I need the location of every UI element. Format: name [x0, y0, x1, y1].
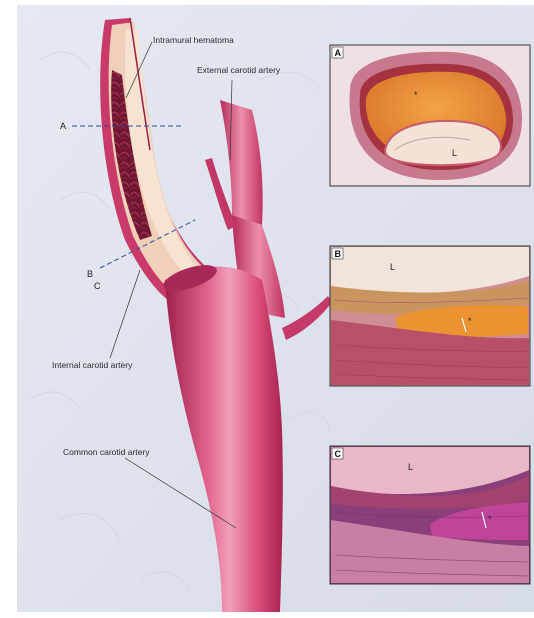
- histology-panel-a: A * L: [330, 45, 530, 186]
- panel-a-star: *: [414, 90, 418, 100]
- histology-panel-c: C * L: [330, 446, 530, 584]
- label-intramural-hematoma: Intramural hematoma: [153, 35, 234, 45]
- panel-c-tag: C: [335, 449, 342, 459]
- label-internal-carotid: Internal carotid artery: [52, 360, 133, 370]
- panel-c-star: *: [488, 514, 492, 524]
- label-common-carotid: Common carotid artery: [63, 447, 150, 457]
- marker-a: A: [60, 121, 66, 131]
- panel-b-star: *: [468, 316, 472, 326]
- panel-b-tag: B: [335, 249, 342, 259]
- panel-c-lumen: L: [408, 462, 413, 472]
- panel-b-lumen: L: [390, 262, 395, 272]
- panel-a-lumen: L: [452, 148, 457, 158]
- histology-panel-b: B * L: [330, 246, 530, 386]
- panel-a-tag: A: [335, 48, 342, 58]
- marker-b: B: [87, 269, 93, 279]
- marker-c: C: [94, 281, 101, 291]
- label-external-carotid: External carotid artery: [197, 65, 281, 75]
